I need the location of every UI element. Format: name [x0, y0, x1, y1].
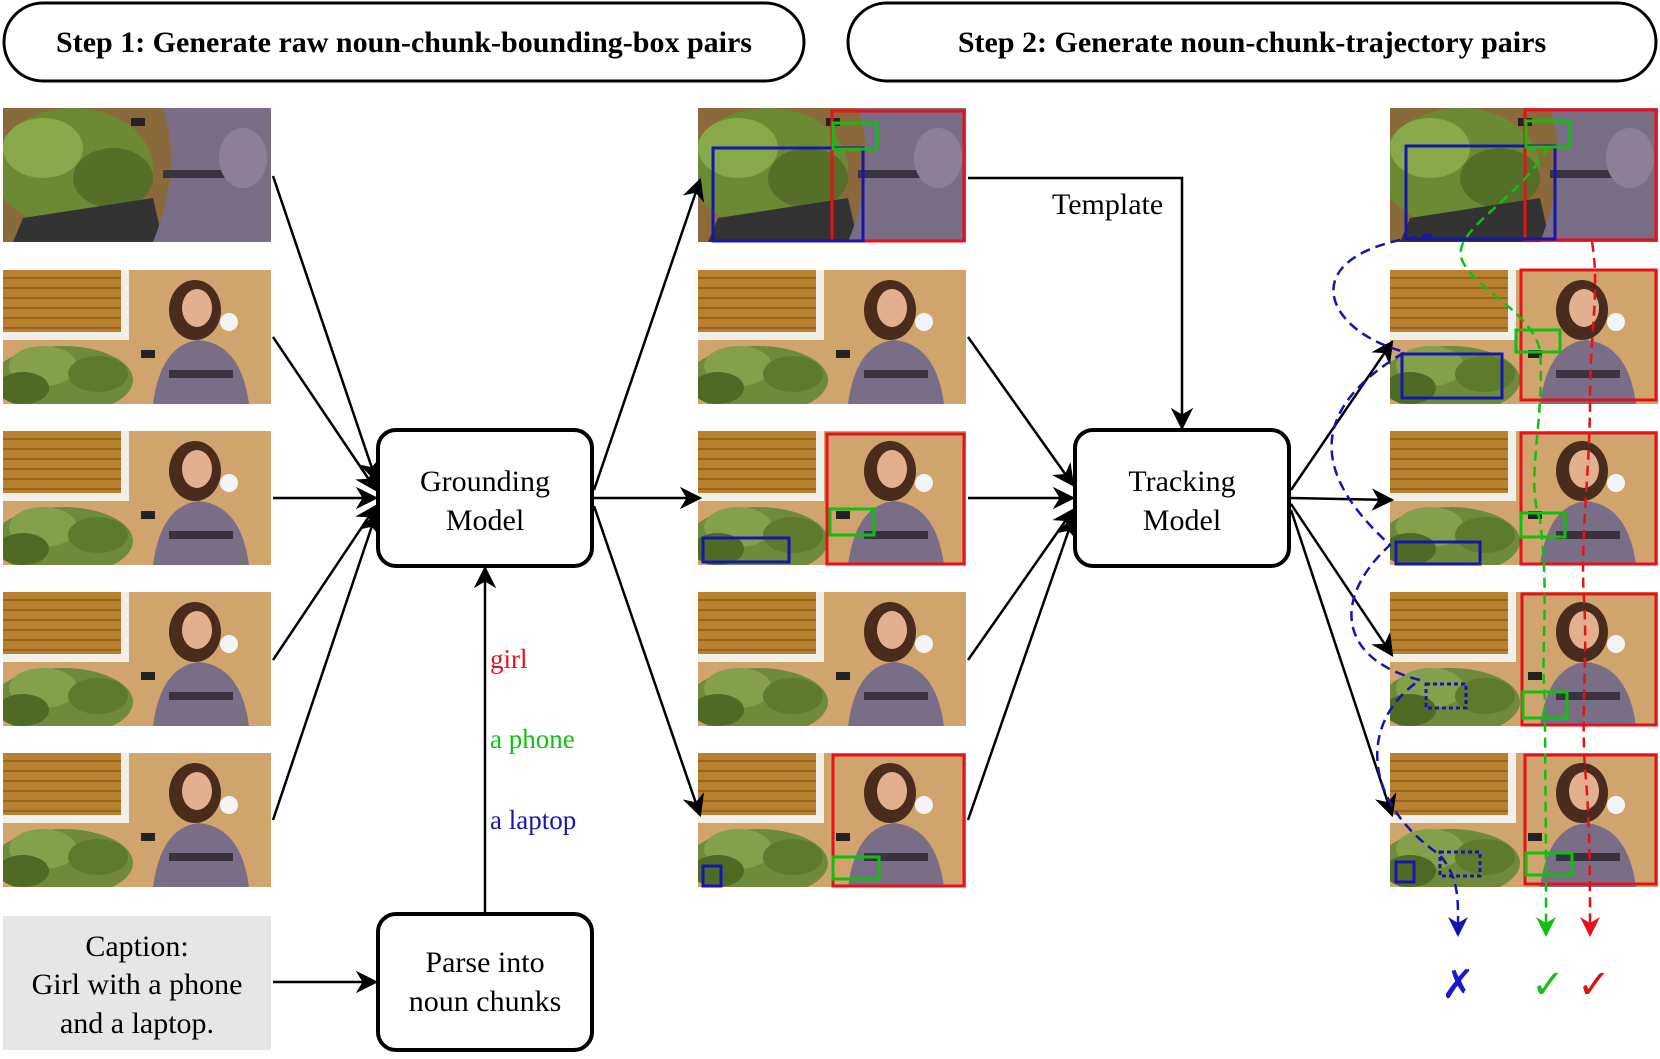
tracking-model-box	[1073, 428, 1291, 568]
step2-pill	[846, 1, 1658, 83]
input-frame-1	[3, 108, 271, 242]
step1-pill	[2, 1, 806, 83]
grounding-model-box	[376, 428, 594, 568]
input-frames	[3, 108, 271, 887]
input-frame-4	[3, 592, 271, 726]
tracking-label-2: Model	[1143, 504, 1221, 537]
caption-line3: and a laptop.	[60, 1007, 214, 1040]
tracking-label-1: Tracking	[1128, 465, 1235, 498]
tracked-frame-2	[1390, 270, 1658, 404]
tracked-frame-5	[1390, 753, 1658, 887]
step2-title: Step 2: Generate noun-chunk-trajectory p…	[958, 26, 1546, 59]
tracked-frames	[1390, 108, 1658, 887]
grounding-output-arrows	[592, 177, 705, 818]
laptop-trajectory	[1330, 233, 1469, 937]
grounded-frame-5	[698, 753, 966, 887]
grounding-label-1: Grounding	[420, 465, 550, 498]
girl-trajectory	[1579, 241, 1600, 937]
caption-box	[3, 916, 271, 1050]
accept-red-icon: ✓	[1577, 962, 1611, 1008]
grounding-label-2: Model	[446, 504, 524, 537]
caption-line2: Girl with a phone	[32, 968, 243, 1001]
grounded-frame-4	[698, 592, 966, 726]
input-frame-2	[3, 270, 271, 404]
grounded-frame-1	[698, 108, 966, 242]
phone-trajectory	[1459, 146, 1556, 937]
caption-line1: Caption:	[85, 930, 188, 963]
tracking-input-arrows	[966, 176, 1194, 821]
tracked-frame-3	[1390, 431, 1658, 565]
tracked-frame-4	[1390, 592, 1658, 726]
input-arrows	[271, 175, 497, 994]
chunk-phone: a phone	[490, 724, 575, 754]
accept-green-icon: ✓	[1531, 962, 1565, 1008]
tracking-output-arrows	[1289, 340, 1397, 818]
grounded-frame-2	[698, 270, 966, 404]
tracked-frame-1	[1390, 108, 1658, 242]
parse-label-1: Parse into	[425, 946, 544, 979]
step1-title: Step 1: Generate raw noun-chunk-bounding…	[56, 26, 752, 59]
input-frame-5	[3, 753, 271, 887]
parse-label-2: noun chunks	[409, 985, 562, 1018]
chunk-girl: girl	[490, 644, 528, 674]
reject-icon: ✗	[1441, 962, 1475, 1008]
chunk-laptop: a laptop	[490, 805, 576, 835]
template-label: Template	[1052, 188, 1163, 221]
input-frame-3	[3, 431, 271, 565]
parse-box	[376, 912, 594, 1052]
grounded-boxes	[701, 109, 966, 888]
